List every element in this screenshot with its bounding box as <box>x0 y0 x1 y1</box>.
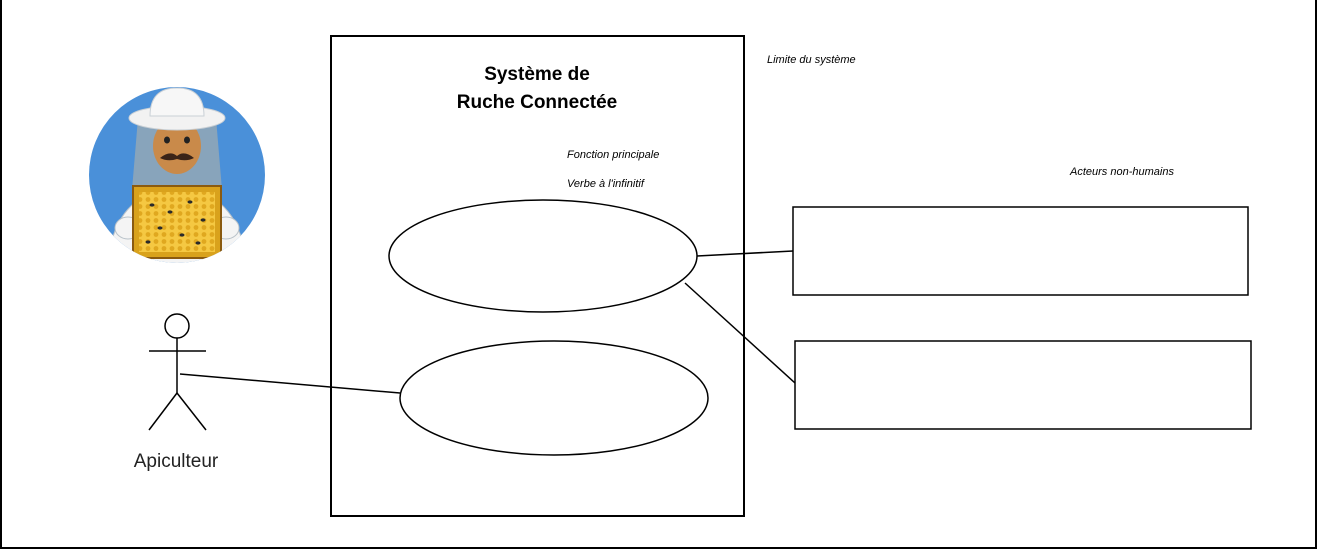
non-human-actor-box-1[interactable] <box>792 206 1249 296</box>
beekeeper-avatar <box>89 87 265 263</box>
system-title-line1: Système de <box>484 64 590 85</box>
use-case-bottom[interactable] <box>399 340 709 456</box>
non-human-actor-box-2[interactable] <box>794 340 1252 430</box>
system-title-line2: Ruche Connectée <box>457 92 617 113</box>
use-case-note-line2: Verbe à l'infinitif <box>567 178 645 190</box>
actor-left-leg <box>148 392 178 431</box>
beekeeper-hat-top <box>149 87 205 117</box>
actor-right-leg <box>176 392 207 431</box>
non-human-actors-note: Acteurs non-humains <box>1069 166 1174 178</box>
beekeeper-face <box>153 118 201 174</box>
use-case-top[interactable] <box>388 199 698 313</box>
actor-head <box>164 313 190 339</box>
actor-label: Apiculteur <box>134 451 219 472</box>
association-line-top-to-actor-box-1 <box>696 250 794 257</box>
association-line-actor-to-bottom-use-case <box>179 373 401 394</box>
use-case-note-line1: Fonction principale <box>567 149 659 161</box>
stick-figure-actor[interactable] <box>148 313 207 431</box>
system-boundary-note: Limite du système <box>767 54 856 66</box>
beekeeper-mustache <box>160 153 194 161</box>
association-line-top-to-actor-box-2 <box>684 282 796 384</box>
